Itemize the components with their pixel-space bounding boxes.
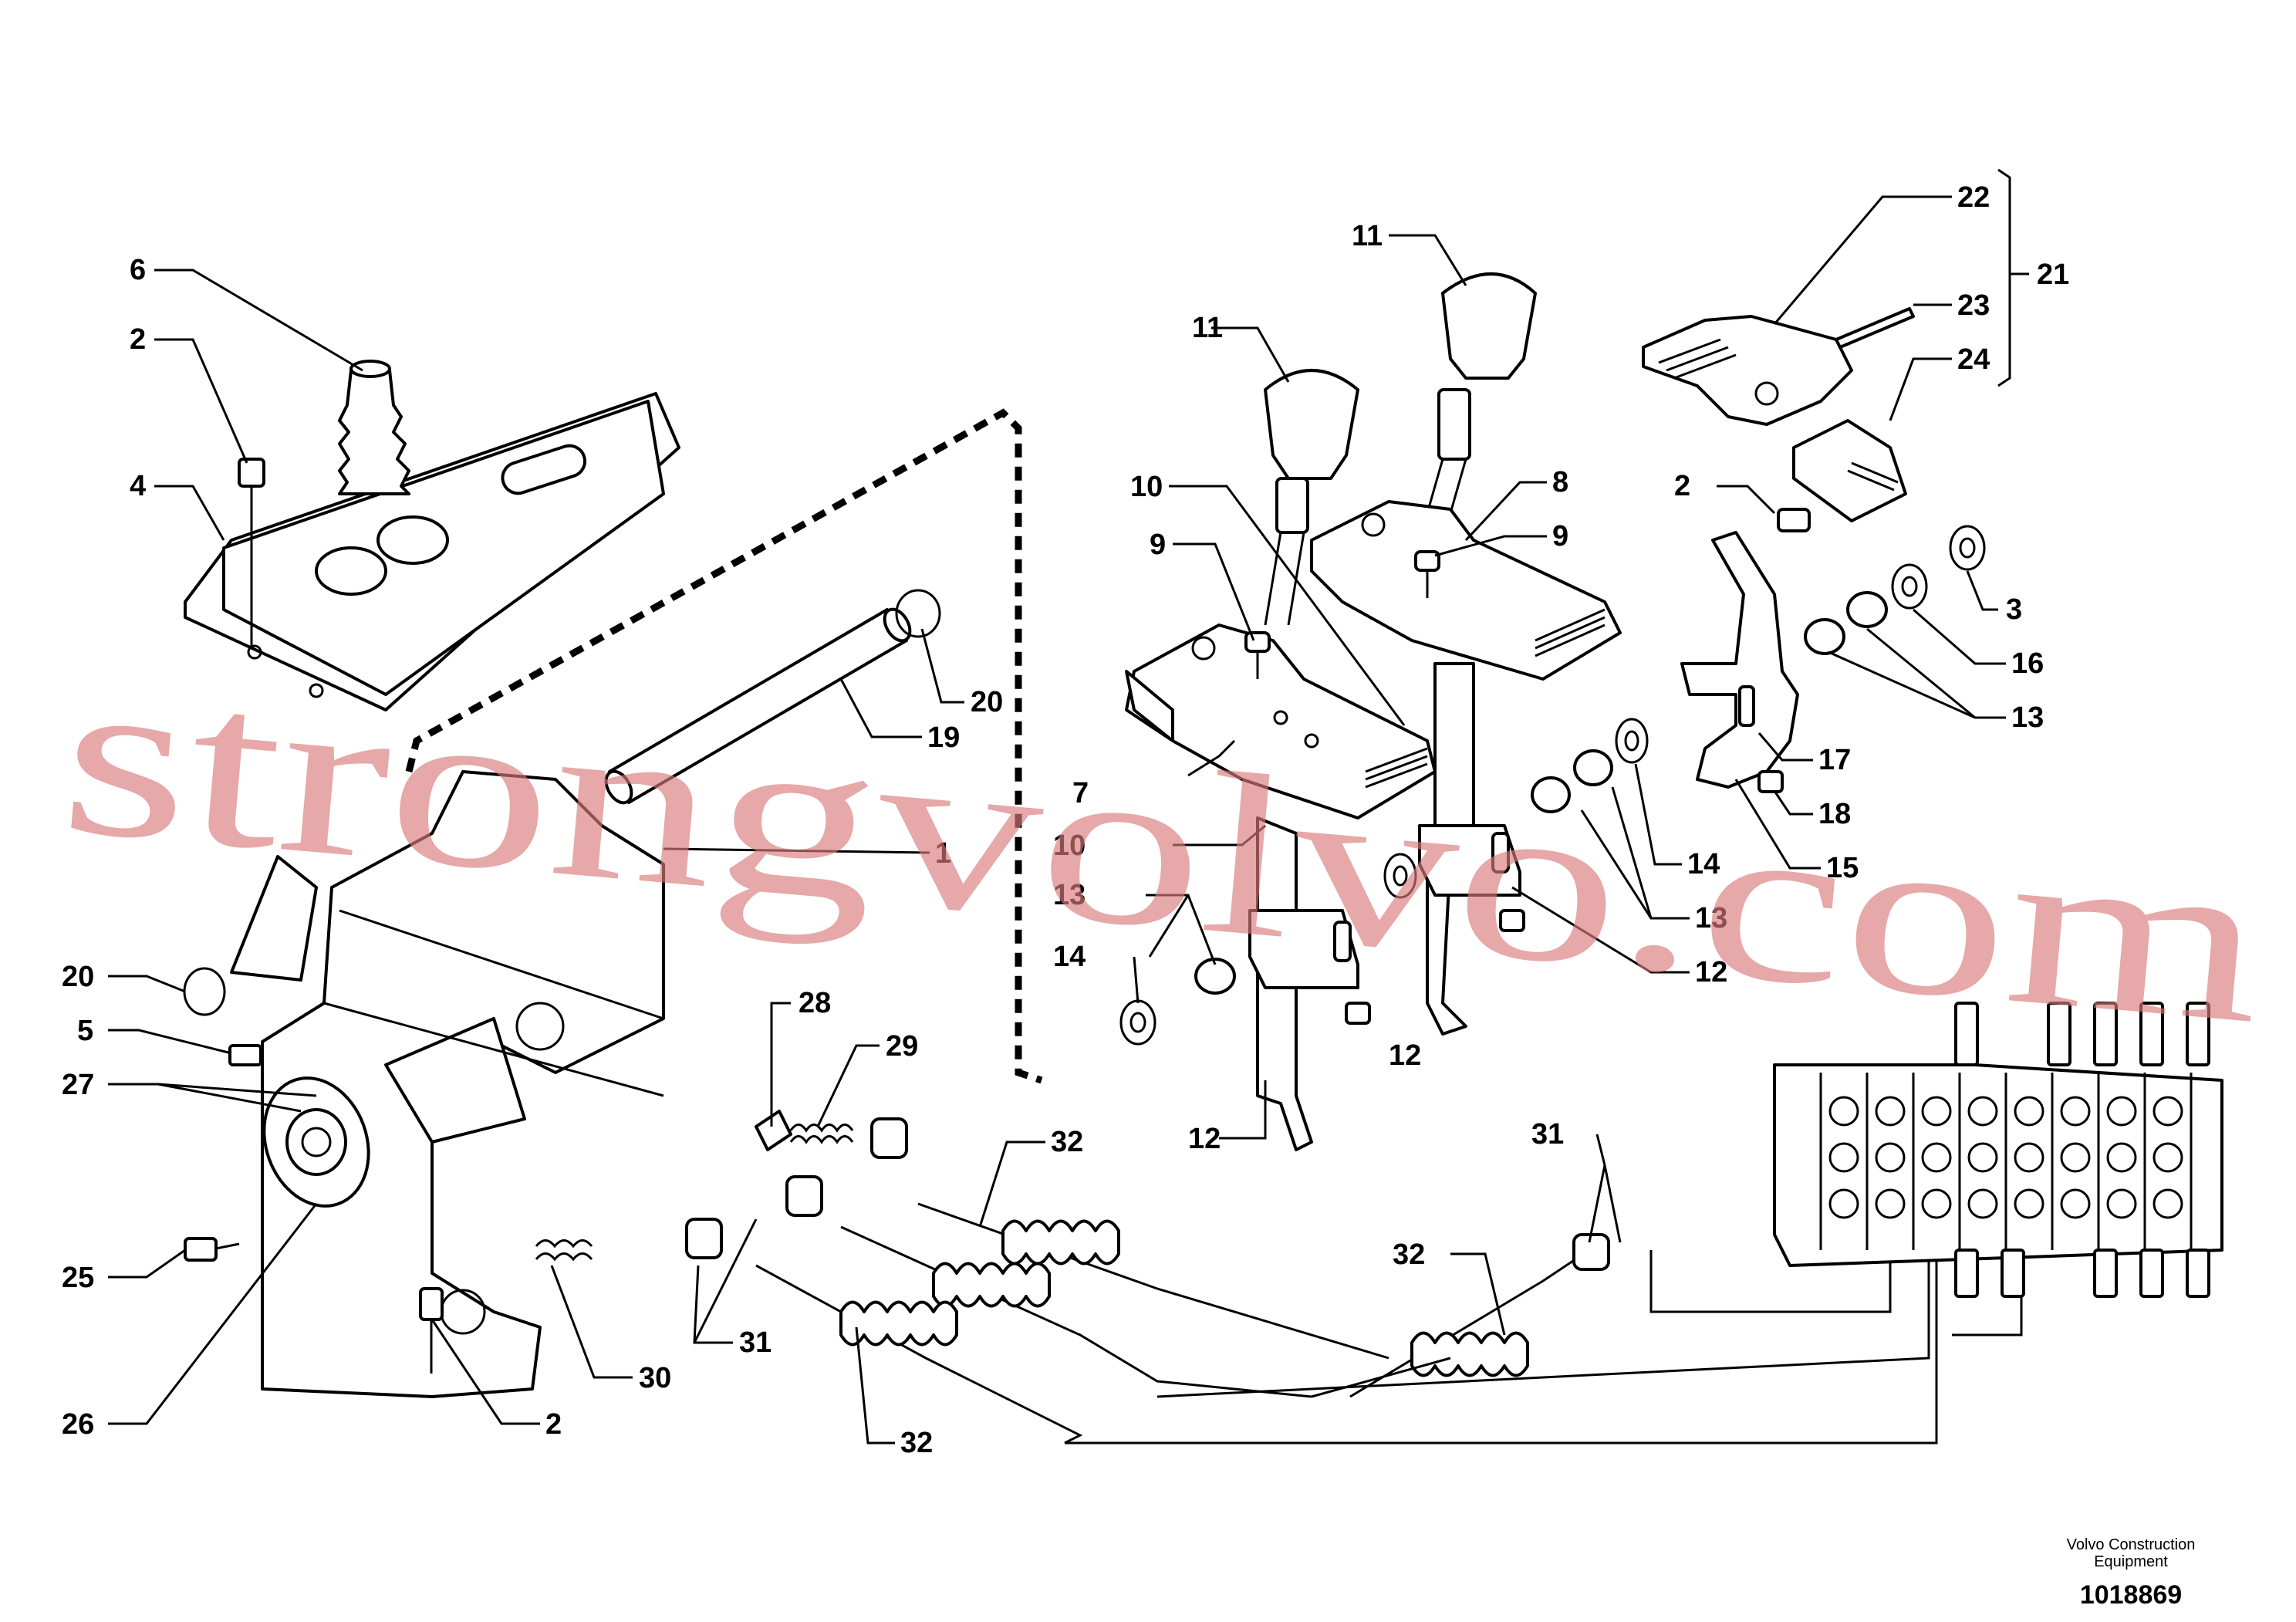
callout-13-b: 13 — [1695, 902, 1727, 934]
callout-9-b: 9 — [1552, 520, 1568, 552]
knob-11-right — [1437, 272, 1537, 461]
callout-4: 4 — [130, 470, 146, 502]
callout-6: 6 — [130, 254, 146, 286]
washer-center-lower — [1383, 853, 1417, 899]
callout-15: 15 — [1826, 852, 1859, 884]
clevis-left — [685, 1117, 908, 1259]
pin-28 — [755, 1110, 792, 1151]
callout-25: 25 — [62, 1262, 94, 1294]
main-bracket — [230, 770, 665, 1398]
callout-14-a: 14 — [1053, 941, 1086, 973]
bushing-13-right — [1804, 591, 1888, 655]
lever-plate-8 — [1310, 500, 1622, 681]
rubber-boot — [338, 360, 410, 495]
control-valve — [1773, 1002, 2223, 1298]
callout-11-a: 11 — [1192, 312, 1223, 344]
document-number: 1018869 — [2080, 1580, 2182, 1610]
bushing-13-left — [1194, 958, 1236, 995]
callout-13-a: 13 — [1053, 879, 1086, 911]
cable-2 — [840, 1225, 1312, 1398]
spring-30 — [535, 1239, 593, 1262]
callout-19: 19 — [927, 721, 960, 754]
circlip-upper — [895, 589, 941, 638]
callout-26: 26 — [62, 1408, 94, 1441]
cable-right — [1349, 1233, 1610, 1398]
washer-16 — [1891, 563, 1928, 610]
callout-18: 18 — [1818, 798, 1851, 830]
cover-plate — [184, 392, 680, 711]
callout-22: 22 — [1957, 181, 1990, 214]
callout-11-b: 11 — [1352, 220, 1383, 252]
circlip-lower — [183, 967, 226, 1016]
pin-23 — [1835, 307, 1915, 349]
shaft — [604, 607, 912, 805]
washer-14-left — [1119, 999, 1156, 1046]
callout-5: 5 — [77, 1015, 93, 1047]
callout-labels: 6 2 4 1 19 20 20 5 27 25 26 2 30 31 28 2… — [62, 181, 2069, 1459]
pedal-24 — [1792, 419, 1907, 522]
cable-1 — [917, 1202, 1389, 1360]
dashed-connection — [405, 408, 1043, 1084]
nut-center — [1345, 909, 1525, 1025]
callout-23: 23 — [1957, 289, 1990, 322]
bracket-15 — [1680, 531, 1799, 789]
pedal-22 — [1642, 315, 1853, 426]
cable-routing-lines — [1065, 1250, 2023, 1445]
callout-27: 27 — [62, 1069, 94, 1101]
callout-28: 28 — [799, 987, 831, 1019]
footer-company-line1: Volvo Construction — [2067, 1536, 2196, 1553]
bolt-lower — [419, 1287, 444, 1374]
callout-29: 29 — [886, 1030, 918, 1063]
callout-2-c: 2 — [1674, 470, 1690, 502]
callout-3: 3 — [2006, 593, 2022, 626]
callout-10-b: 10 — [1130, 471, 1163, 503]
callout-14-b: 14 — [1687, 848, 1720, 880]
callout-20-a: 20 — [971, 686, 1003, 718]
callout-12-a: 12 — [1188, 1123, 1221, 1155]
callout-8: 8 — [1552, 466, 1568, 498]
callout-13-c: 13 — [2011, 701, 2044, 734]
callout-10-a: 10 — [1053, 830, 1086, 862]
callout-12-b: 12 — [1695, 956, 1727, 988]
lever-arm-right — [1418, 662, 1521, 1036]
bolt-top-left — [238, 458, 265, 648]
screw-9-right — [1414, 550, 1440, 598]
callout-32-b: 32 — [1051, 1126, 1083, 1158]
bushing-13-center — [1531, 749, 1613, 813]
clip — [228, 1044, 262, 1066]
callout-31-a: 31 — [739, 1326, 772, 1359]
leader-lines — [108, 168, 2029, 1445]
callout-1: 1 — [935, 837, 951, 870]
callout-2-b: 2 — [545, 1408, 562, 1441]
cable-3 — [755, 1264, 1083, 1445]
footer-company-line2: Equipment — [2094, 1553, 2168, 1570]
washer-3 — [1949, 525, 1986, 571]
callout-9-a: 9 — [1150, 529, 1166, 561]
washer-14-center — [1615, 718, 1649, 764]
callout-32-a: 32 — [900, 1427, 933, 1459]
callout-24: 24 — [1957, 343, 1990, 376]
callout-7: 7 — [1072, 777, 1089, 809]
callout-12-partial: 12 — [1389, 1039, 1421, 1072]
lever-arm-left — [1248, 816, 1359, 1151]
callout-16: 16 — [2011, 647, 2044, 680]
bolt-25 — [184, 1237, 240, 1262]
stud-17 — [1738, 685, 1755, 727]
nut-18 — [1757, 770, 1784, 793]
callout-2-a: 2 — [130, 323, 146, 356]
callout-31-b: 31 — [1531, 1118, 1564, 1151]
callout-30: 30 — [639, 1362, 671, 1394]
callout-32-c: 32 — [1393, 1238, 1425, 1271]
callout-17: 17 — [1818, 744, 1851, 776]
spring-29 — [789, 1124, 854, 1144]
knob-11-left — [1264, 369, 1359, 534]
callout-20-b: 20 — [62, 961, 94, 993]
bolt-2-right — [1777, 508, 1811, 532]
callout-21: 21 — [2037, 259, 2069, 291]
